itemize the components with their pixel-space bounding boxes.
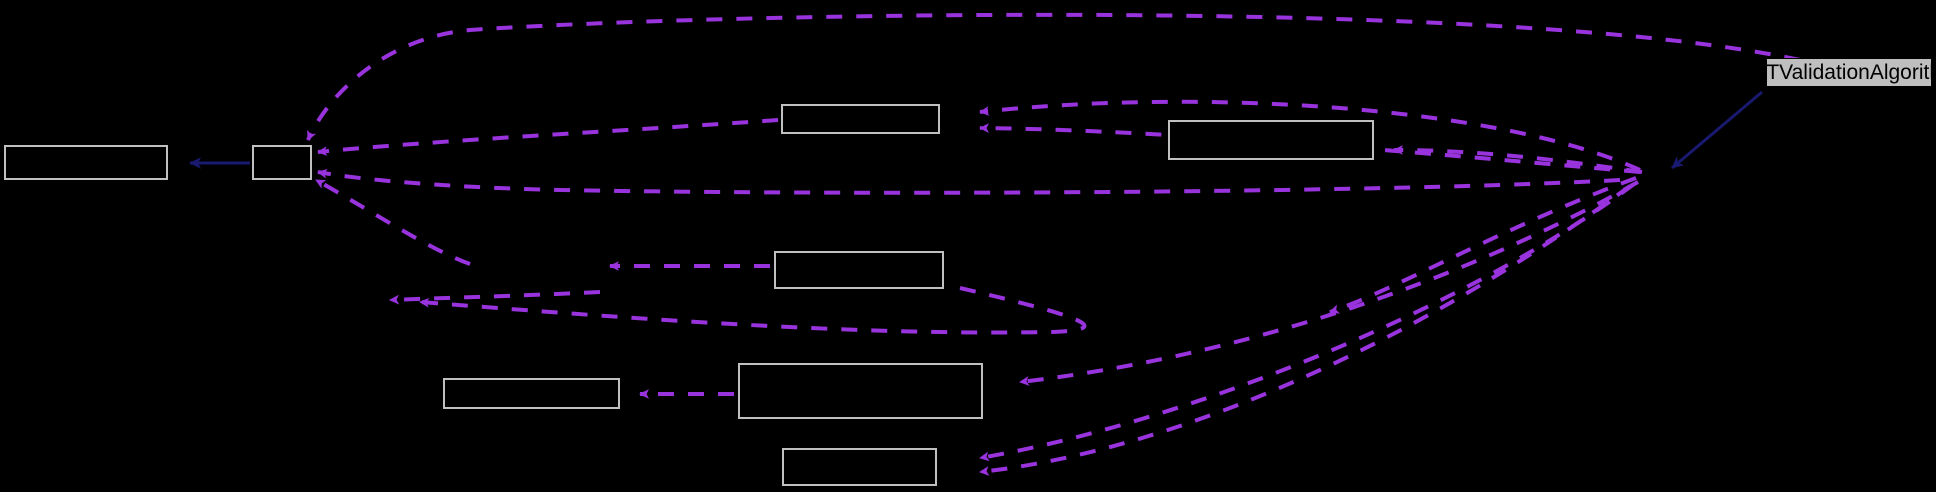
graph-node-unlabeled-1[interactable] — [4, 145, 168, 180]
edge-hub-n5 — [1329, 176, 1637, 314]
edge-lower2-to-left — [389, 290, 601, 305]
edge-group-callers — [306, 12, 1801, 476]
graph-node-unlabeled-5[interactable] — [774, 251, 944, 289]
edge-n0-to-hub — [1671, 90, 1763, 170]
graph-node-label: eclTValidationAlgorithm — [1766, 61, 1931, 84]
edge-n4-n2-long — [317, 168, 1621, 195]
edge-hub-n8-lower — [979, 184, 1632, 476]
edge-hub-n8-upper — [979, 182, 1636, 462]
edge-group-inheritance — [189, 90, 1763, 170]
edge-hub-n2-top — [306, 12, 1801, 141]
graph-node-unlabeled-7[interactable] — [738, 363, 983, 419]
edge-hub-n4 — [1393, 145, 1643, 174]
edge-hub-n7 — [1019, 180, 1639, 386]
graph-node-unlabeled-2[interactable] — [252, 145, 312, 180]
edge-n3-n2 — [317, 118, 779, 156]
edge-hub-n3-upper — [979, 99, 1641, 172]
edge-lower-to-n2 — [315, 178, 471, 266]
graph-node-unlabeled-8[interactable] — [782, 448, 937, 486]
graph-node-unlabeled-6[interactable] — [443, 378, 620, 409]
graph-node-unlabeled-3[interactable] — [781, 104, 940, 134]
edge-hub-n3-lower — [979, 123, 1641, 174]
graph-node-unlabeled-4[interactable] — [1168, 120, 1374, 160]
graph-node-ecltvalidationalgorithm[interactable]: eclTValidationAlgorithm — [1766, 58, 1932, 87]
edge-n5-n2-lower — [419, 286, 1087, 335]
